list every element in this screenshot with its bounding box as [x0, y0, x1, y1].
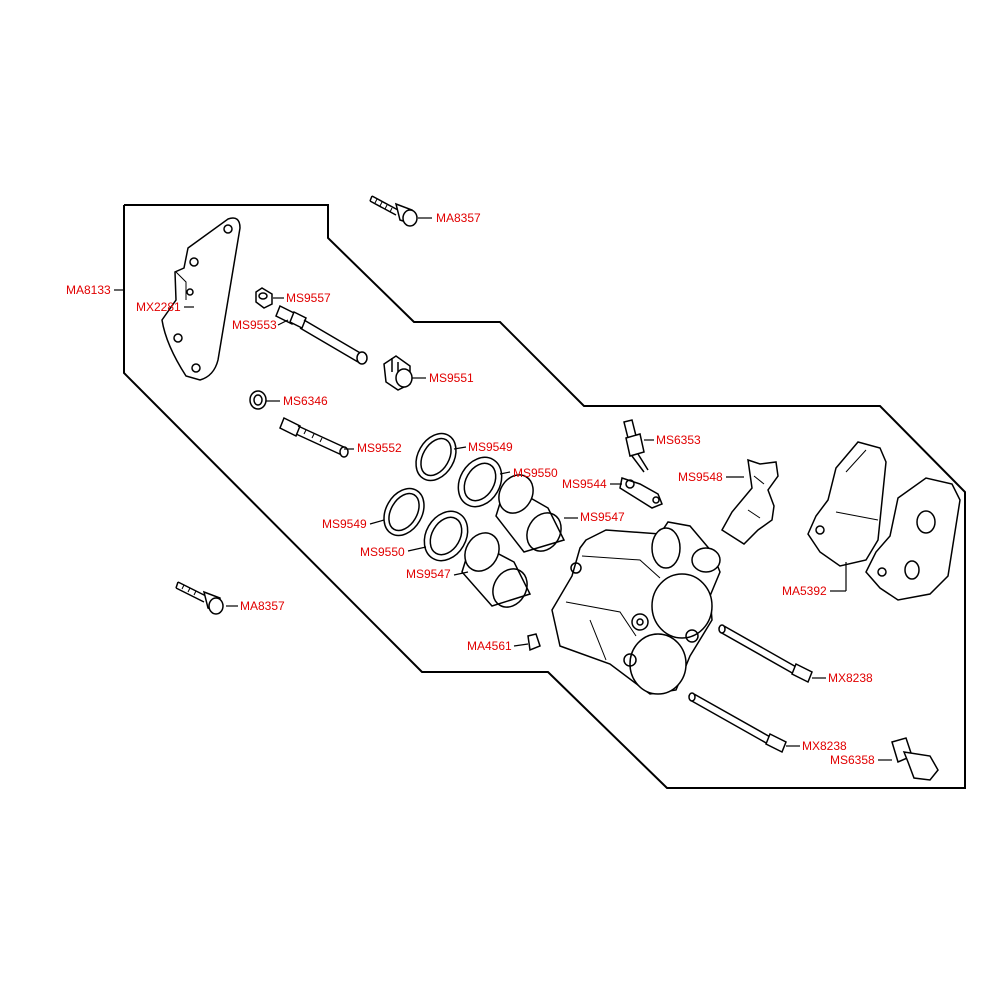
pad-pin-mx8238-lower [688, 692, 787, 754]
label-ma5392: MA5392 [782, 584, 827, 598]
nipple-ma4561 [527, 633, 541, 652]
label-ma8357-left: MA8357 [240, 599, 285, 613]
ring-ms9550-top [457, 456, 503, 508]
bolt-ms6358 [891, 737, 939, 781]
label-ms9544: MS9544 [562, 477, 607, 491]
label-ma4561: MA4561 [467, 639, 512, 653]
washer-ms6346 [249, 390, 267, 410]
pad-pin-mx8238-upper [718, 624, 813, 684]
assembly-outline [123, 204, 966, 789]
label-ms9553: MS9553 [232, 318, 277, 332]
label-ms9547-top: MS9547 [580, 510, 625, 524]
bolt-ma8357-left [175, 581, 224, 615]
caliper-bracket-mx2281 [161, 217, 241, 381]
label-ms9550-top: MS9550 [513, 466, 558, 480]
label-ms6358: MS6358 [830, 753, 875, 767]
label-ms9552: MS9552 [357, 441, 402, 455]
seal-ms9549-left [383, 487, 425, 537]
label-ma8357-top: MA8357 [436, 211, 481, 225]
pad-spring-ms9548 [721, 458, 779, 545]
piston-ms9547-top [495, 474, 566, 553]
leader-lines [114, 217, 892, 761]
nut-ms9557 [255, 287, 273, 309]
label-ms9551: MS9551 [429, 371, 474, 385]
label-mx2281: MX2281 [136, 300, 181, 314]
label-ms9547-left: MS9547 [406, 567, 451, 581]
guide-pin-ms9553 [275, 304, 368, 365]
bleeder-cap-ms9544 [619, 477, 663, 509]
label-mx8238-upper: MX8238 [828, 671, 873, 685]
label-ma8133: MA8133 [66, 283, 111, 297]
label-ms9549-top: MS9549 [468, 440, 513, 454]
label-mx8238-lower: MX8238 [802, 739, 847, 753]
bolt-ma8357-top [369, 195, 418, 227]
label-ms9548: MS9548 [678, 470, 723, 484]
piston-ms9547-left [461, 532, 532, 608]
label-ms6353: MS6353 [656, 433, 701, 447]
brake-pad-inner [807, 441, 887, 567]
label-ms9557: MS9557 [286, 291, 331, 305]
bleeder-ms6353 [623, 419, 649, 473]
seal-ms9549-top [415, 432, 457, 482]
label-ms9550-left: MS9550 [360, 545, 405, 559]
boot-ms9551 [383, 355, 413, 391]
label-ms6346: MS6346 [283, 394, 328, 408]
caliper-body [551, 521, 721, 695]
brake-pad-outer [865, 477, 961, 601]
ring-ms9550-left [423, 510, 469, 562]
label-ms9549-left: MS9549 [322, 517, 367, 531]
guide-pin-ms9552 [279, 416, 349, 458]
